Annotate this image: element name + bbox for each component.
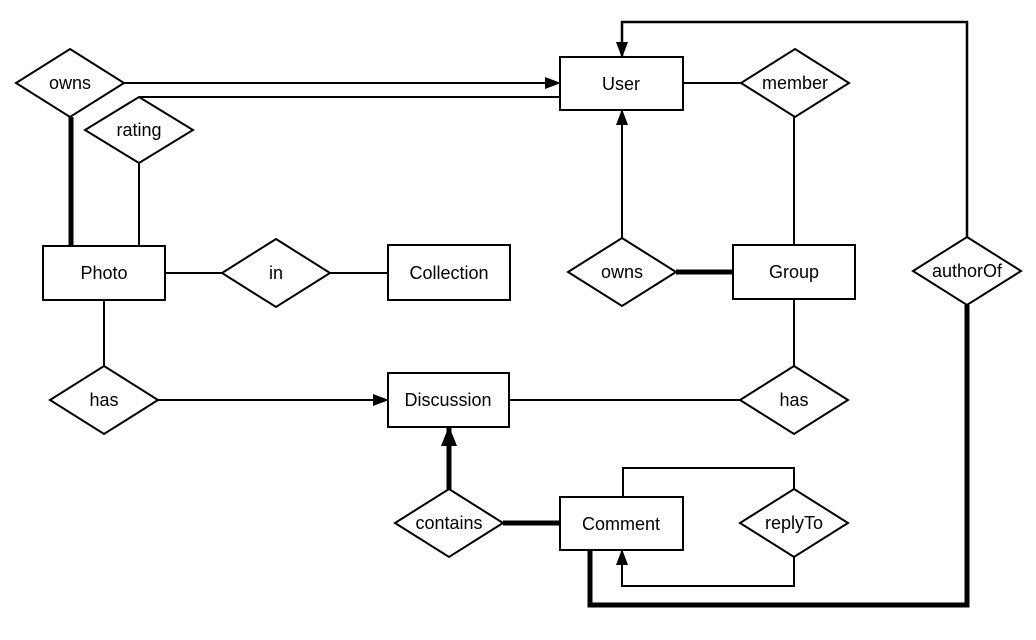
entity-box-photo	[42, 245, 166, 301]
relationship-has-group: has	[738, 364, 850, 436]
edge-comment-replyto	[622, 467, 795, 497]
relationship-label: replyTo	[765, 513, 823, 533]
entity-box-group	[732, 244, 856, 300]
relationship-label: authorOf	[932, 261, 1003, 281]
relationship-label: rating	[116, 120, 161, 140]
diamond-contains	[393, 487, 505, 559]
relationship-owns-photo: owns	[14, 47, 126, 119]
diamond-author-of	[911, 235, 1023, 307]
relationship-member: member	[739, 47, 851, 119]
entity-comment: Comment	[559, 496, 684, 551]
entity-box-discussion	[387, 372, 510, 428]
entity-label: Photo	[80, 263, 127, 283]
relationship-label: in	[269, 263, 283, 283]
relationship-has-photo: has	[48, 364, 160, 436]
relationship-label: contains	[415, 513, 482, 533]
diamond-owns-photo	[14, 47, 126, 119]
entity-discussion: Discussion	[387, 372, 510, 428]
diamond-has-group	[738, 364, 850, 436]
relationships: owns rating in member owns has has auth	[14, 47, 1023, 559]
edges	[68, 20, 970, 608]
relationship-reply-to: replyTo	[738, 487, 850, 559]
relationship-label: owns	[601, 262, 643, 282]
entity-label: Discussion	[404, 390, 491, 410]
entity-label: Collection	[409, 263, 488, 283]
relationship-label: has	[89, 390, 118, 410]
relationship-label: member	[762, 73, 828, 93]
diamond-owns-group	[566, 236, 678, 308]
entity-collection: Collection	[387, 244, 511, 301]
entity-label: Comment	[582, 514, 660, 534]
diamond-has-photo	[48, 364, 160, 436]
diamond-member	[739, 47, 851, 119]
edge-comment-authorof	[587, 305, 970, 608]
entity-box-comment	[559, 496, 684, 551]
relationship-in: in	[220, 237, 332, 309]
entity-group: Group	[732, 244, 856, 300]
entity-user: User	[559, 56, 684, 111]
relationship-label: owns	[49, 73, 91, 93]
edge-authorof-user	[616, 20, 969, 237]
relationship-owns-group: owns	[566, 236, 678, 308]
entity-box-collection	[387, 244, 511, 301]
relationship-label: has	[779, 390, 808, 410]
relationship-contains: contains	[393, 487, 505, 559]
entity-photo: Photo	[42, 245, 166, 301]
entities: User Photo Collection Group Discussion C…	[42, 56, 856, 551]
diamond-rating	[83, 95, 195, 165]
entity-box-user	[559, 56, 684, 111]
relationship-rating: rating	[83, 95, 195, 165]
edge-replyto-comment	[616, 549, 795, 587]
diamond-reply-to	[738, 487, 850, 559]
entity-label: Group	[769, 262, 819, 282]
entity-label: User	[602, 74, 640, 94]
diamond-in	[220, 237, 332, 309]
relationship-author-of: authorOf	[911, 235, 1023, 307]
